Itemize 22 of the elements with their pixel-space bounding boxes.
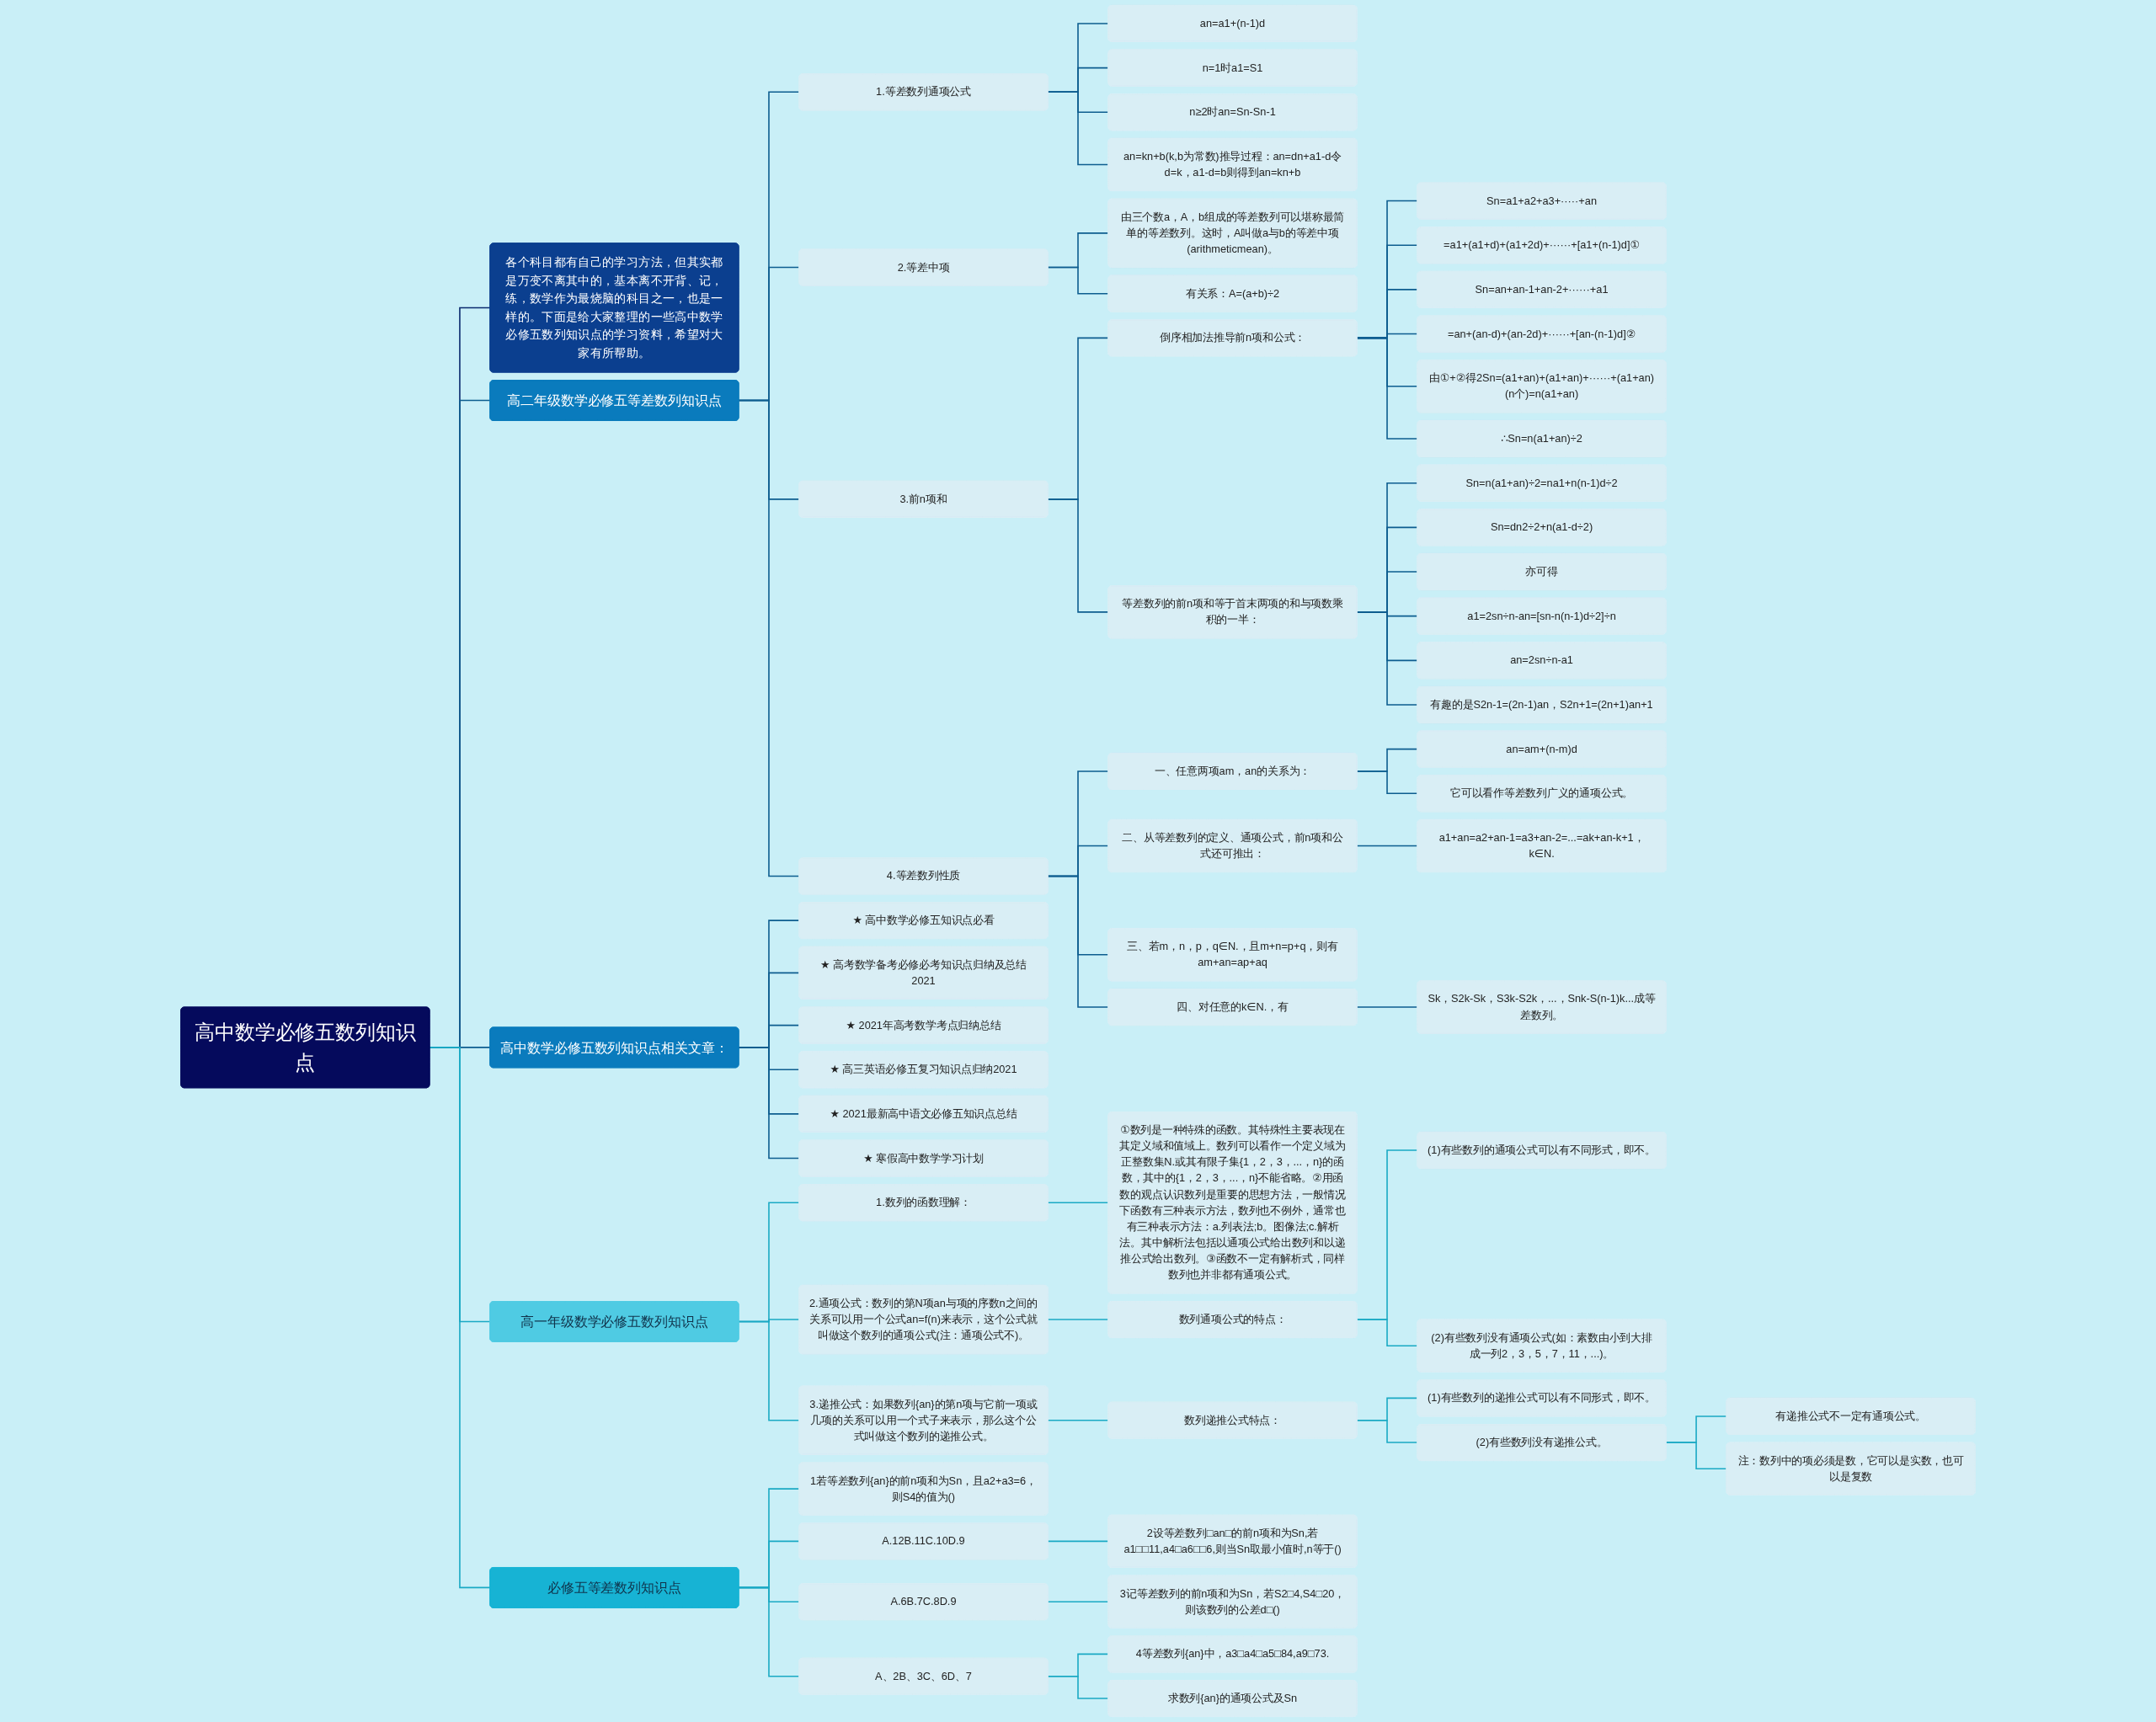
connector: [1047, 1202, 1109, 1204]
connector: [1356, 770, 1418, 795]
connector: [1047, 1601, 1109, 1602]
connector: [1047, 875, 1109, 1008]
connector: [738, 1320, 800, 1421]
connector: [1047, 266, 1109, 295]
connector: [1047, 1540, 1109, 1543]
connector: [1356, 1419, 1418, 1443]
connector: [1356, 845, 1418, 847]
connector: [1047, 498, 1109, 613]
connector: [1665, 1442, 1727, 1469]
connector: [1047, 91, 1109, 166]
connector: [1047, 1419, 1109, 1421]
connector: [1047, 1319, 1109, 1320]
connector: [1356, 337, 1418, 440]
connector: [1356, 1319, 1418, 1346]
connector: [738, 1047, 800, 1160]
connector: [1356, 611, 1418, 706]
connector: [1047, 1675, 1109, 1699]
connector: [738, 399, 800, 877]
connector: [1356, 1006, 1418, 1008]
connector: [738, 1586, 800, 1677]
